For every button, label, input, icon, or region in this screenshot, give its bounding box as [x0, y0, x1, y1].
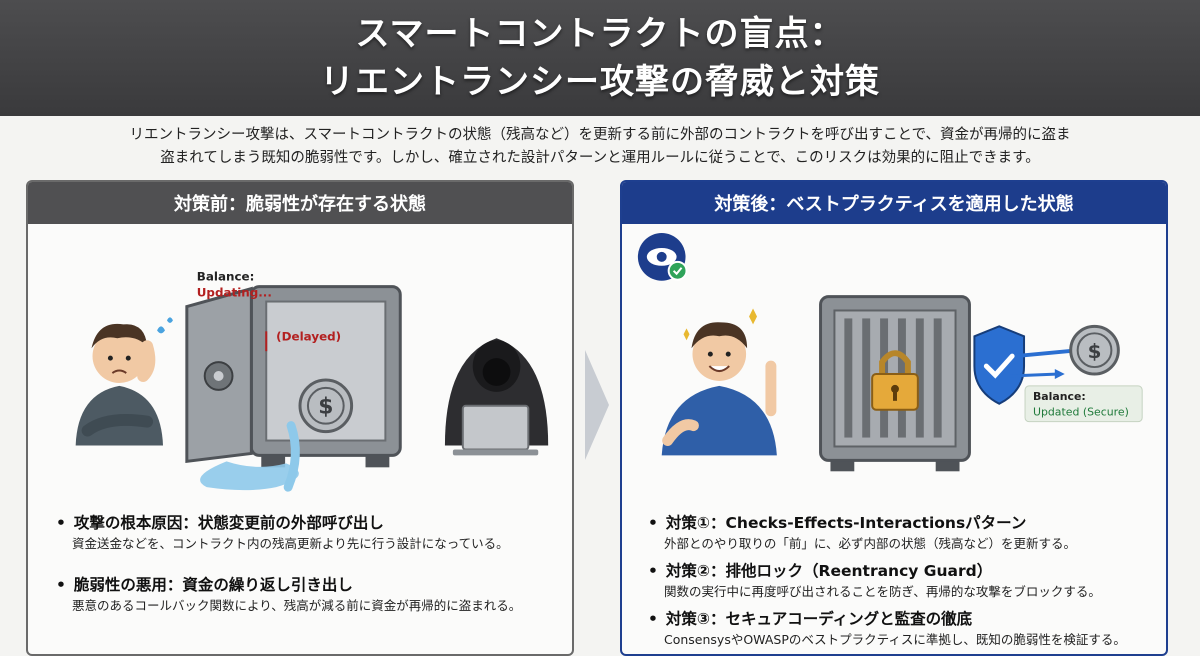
list-item: 対策①：Checks-Effects-Interactionsパターン 外部との…	[648, 512, 1158, 554]
page-title-line1: スマートコントラクトの盲点：	[355, 14, 845, 54]
list-item: 対策②：排他ロック（Reentrancy Guard） 関数の実行中に再度呼び出…	[648, 560, 1158, 602]
eye-check-icon	[637, 233, 688, 281]
page-title-line2: リエントランシー攻撃の脅威と対策	[320, 62, 880, 102]
after-panel-header: 対策後：ベストプラクティスを適用した状態	[622, 182, 1166, 224]
intro-text: リエントランシー攻撃は、スマートコントラクトの状態（残高など）を更新する前に外部…	[30, 124, 1170, 170]
list-item: 対策③：セキュアコーディングと監査の徹底 ConsensysやOWASPのベスト…	[648, 608, 1158, 650]
bullet-title: 対策③：セキュアコーディングと監査の徹底	[648, 608, 1158, 630]
page-header: スマートコントラクトの盲点： リエントランシー攻撃の脅威と対策	[0, 0, 1200, 116]
dollar-coin-icon: $	[1069, 324, 1120, 376]
bullet-title: 対策②：排他ロック（Reentrancy Guard）	[648, 560, 1158, 582]
bullet-desc: 外部とのやり取りの「前」に、必ず内部の状態（残高など）を更新する。	[664, 536, 1077, 551]
shield-check-icon	[973, 325, 1026, 405]
svg-text:$: $	[318, 395, 333, 420]
after-panel: 対策後：ベストプラクティスを適用した状態	[620, 180, 1168, 656]
dollar-coin-icon: $	[298, 378, 354, 434]
happy-person-icon	[661, 308, 777, 456]
before-illustration: $ Balance: Updating... (Delayed)	[75, 270, 549, 492]
worried-person-icon	[75, 317, 173, 446]
intro-line1: リエントランシー攻撃は、スマートコントラクトの状態（残高など）を更新する前に外部…	[129, 127, 1071, 143]
laptop-icon	[452, 404, 539, 456]
bullet-title: 脆弱性の悪用：資金の繰り返し引き出し	[56, 574, 566, 596]
delayed-label: (Delayed)	[276, 329, 341, 343]
balance-label: Balance:	[197, 270, 255, 284]
before-panel: 対策前：脆弱性が存在する状態	[26, 180, 574, 656]
svg-text:$: $	[1088, 340, 1102, 363]
before-panel-header: 対策前：脆弱性が存在する状態	[28, 182, 572, 224]
bullet-title: 対策①：Checks-Effects-Interactionsパターン	[648, 512, 1158, 534]
balance-status: Updated (Secure)	[1033, 406, 1129, 419]
bullet-title: 攻撃の根本原因：状態変更前の外部呼び出し	[56, 512, 566, 534]
list-item: 脆弱性の悪用：資金の繰り返し引き出し 悪意のあるコールバック関数により、残高が減…	[56, 574, 566, 616]
bullet-desc: 関数の実行中に再度呼び出されることを防ぎ、再帰的な攻撃をブロックする。	[664, 584, 1101, 599]
balance-label: Balance:	[1033, 390, 1086, 403]
after-bullet-list: 対策①：Checks-Effects-Interactionsパターン 外部との…	[648, 512, 1158, 654]
bullet-desc: 悪意のあるコールバック関数により、残高が減る前に資金が再帰的に盗まれる。	[72, 598, 522, 613]
chevron-right-icon	[585, 350, 609, 460]
list-item: 攻撃の根本原因：状態変更前の外部呼び出し 資金送金などを、コントラクト内の残高更…	[56, 512, 566, 554]
open-safe-icon	[185, 285, 402, 492]
intro-line2: 盗まれてしまう既知の脆弱性です。しかし、確立された設計パターンと運用ルールに従う…	[160, 150, 1040, 166]
padlock-icon	[871, 350, 919, 411]
balance-status: Updating...	[197, 286, 272, 300]
bullet-desc: ConsensysやOWASPのベストプラクティスに準拠し、既知の脆弱性を検証す…	[664, 632, 1126, 647]
bullet-desc: 資金送金などを、コントラクト内の残高更新より先に行う設計になっている。	[72, 536, 509, 551]
before-bullet-list: 攻撃の根本原因：状態変更前の外部呼び出し 資金送金などを、コントラクト内の残高更…	[56, 512, 566, 636]
after-illustration: $ Balance: Updated (Secure)	[637, 233, 1143, 472]
